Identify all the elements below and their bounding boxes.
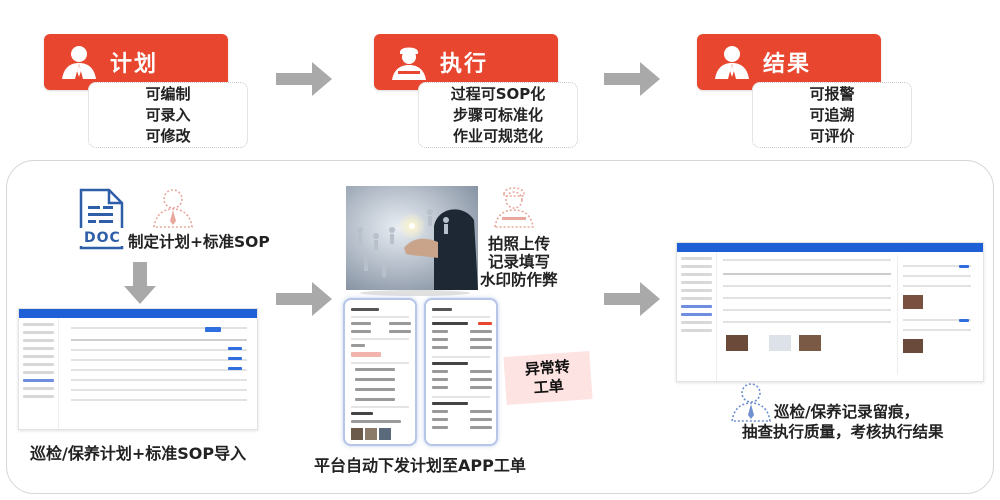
manager-person-icon: [153, 189, 193, 228]
abnormal-tag-line: 异常转: [524, 357, 571, 379]
manager-person-icon: [715, 46, 749, 79]
plan-item: 可编制: [145, 84, 191, 103]
photo-caption-2: 记录填写: [488, 253, 551, 271]
result-tab-label: 结果: [763, 52, 812, 77]
plan-tab-label: 计划: [110, 52, 159, 77]
photo-caption-3: 水印防作弊: [480, 271, 558, 289]
plan-card: 可编制 可录入 可修改: [88, 82, 248, 148]
manager-person-icon: [731, 383, 771, 422]
app-workorder-phone-detail: [424, 298, 498, 446]
manager-person-icon: [62, 46, 96, 79]
app-caption: 平台自动下发计划至APP工单: [314, 456, 526, 475]
result-caption-2: 抽查执行质量，考核执行结果: [742, 423, 944, 441]
arrow-right-icon: [604, 282, 660, 316]
arrow-right-icon: [276, 62, 332, 96]
result-item: 可评价: [809, 126, 855, 145]
arrow-right-icon: [276, 282, 332, 316]
import-caption: 巡检/保养计划+标准SOP导入: [30, 444, 247, 463]
doc-label: DOC: [84, 230, 121, 246]
plan-import-screenshot: [18, 308, 258, 430]
result-caption-1: 巡检/保养记录留痕，: [774, 403, 920, 421]
arrow-down-icon: [124, 262, 156, 304]
doc-file-icon: [78, 188, 124, 250]
plan-item: 可录入: [145, 105, 191, 124]
arrow-right-icon: [604, 62, 660, 96]
result-item: 可报警: [809, 84, 855, 103]
abnormal-tag-line: 工单: [533, 376, 565, 398]
execute-tab: 执行: [374, 34, 558, 90]
sop-caption: 制定计划+标准SOP: [128, 233, 270, 251]
app-workorder-phone-list: [343, 298, 417, 446]
execute-card: 过程可SOP化 步骤可标准化 作业可规范化: [418, 82, 578, 148]
execute-item: 步骤可标准化: [452, 105, 543, 124]
plan-tab: 计划: [44, 34, 228, 90]
photo-caption-1: 拍照上传: [488, 235, 551, 253]
result-tab: 结果: [697, 34, 881, 90]
result-card: 可报警 可追溯 可评价: [752, 82, 912, 148]
execute-item: 过程可SOP化: [450, 84, 546, 103]
photo-shadow: [360, 290, 470, 296]
worker-person-icon: [494, 187, 534, 228]
digital-hand-photo: [346, 186, 478, 290]
record-trace-screenshot: [676, 242, 984, 382]
result-item: 可追溯: [809, 105, 855, 124]
abnormal-to-workorder-tag: 异常转 工单: [503, 351, 593, 405]
execute-item: 作业可规范化: [452, 126, 543, 145]
worker-person-icon: [392, 47, 426, 80]
plan-item: 可修改: [145, 126, 191, 145]
execute-tab-label: 执行: [440, 52, 489, 77]
